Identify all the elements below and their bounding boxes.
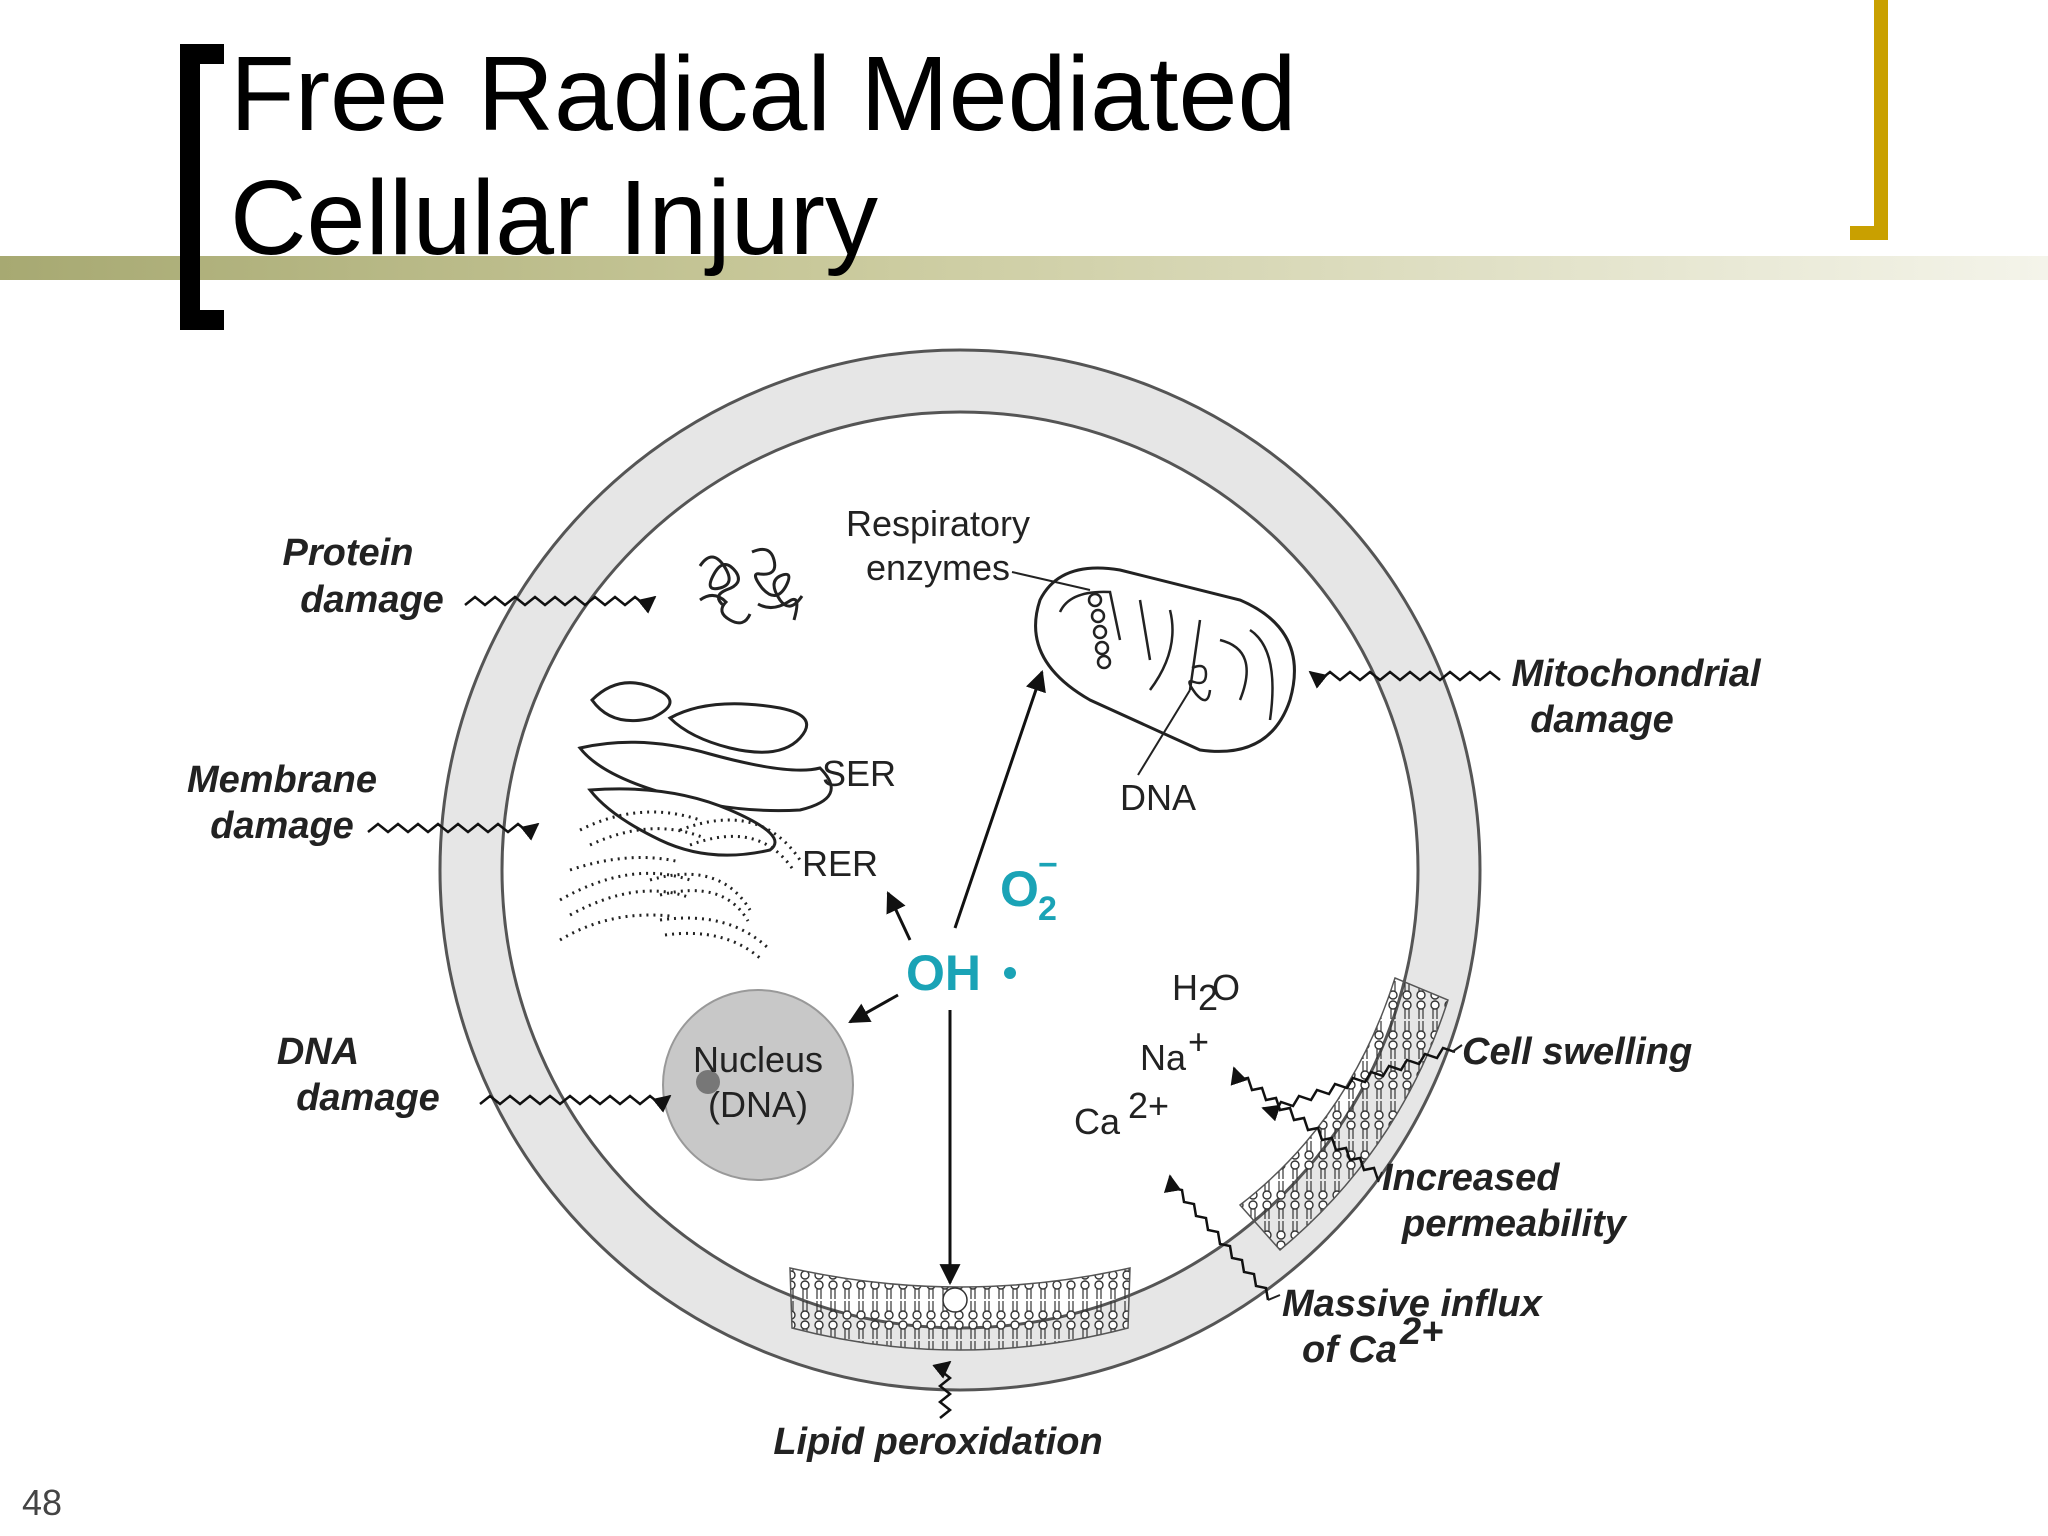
superoxide-charge: − xyxy=(1038,846,1058,884)
h2o-subscript: 2 xyxy=(1198,977,1218,1018)
h2o-label: H 2 O xyxy=(1172,967,1240,1018)
ca-influx-text: of Ca xyxy=(1302,1329,1397,1371)
ca-symbol: Ca xyxy=(1074,1101,1121,1142)
smooth-endoplasmic-reticulum xyxy=(577,681,833,857)
membrane-damage-label-2: damage xyxy=(210,805,354,847)
protein-tangle xyxy=(698,547,804,625)
lipid-bilayer-bottom xyxy=(789,1267,1131,1351)
protein-damage-label-2: damage xyxy=(300,579,444,621)
radical-dot xyxy=(1004,967,1016,979)
lipid-peroxidation-label: Lipid peroxidation xyxy=(773,1421,1102,1463)
mito-damage-label-1: Mitochondrial xyxy=(1511,653,1762,695)
left-bracket-decoration xyxy=(180,44,224,330)
rough-endoplasmic-reticulum xyxy=(559,810,802,961)
respiratory-label-line1: Respiratory xyxy=(846,503,1030,544)
dna-damage-label-2: damage xyxy=(296,1077,440,1119)
h2o-o: O xyxy=(1212,967,1240,1008)
slide-title: Free Radical Mediated Cellular Injury xyxy=(230,32,1296,280)
h2o-h: H xyxy=(1172,967,1198,1008)
nucleus-label-line2: (DNA) xyxy=(708,1084,808,1125)
nucleus: Nucleus (DNA) xyxy=(662,989,854,1181)
mito-damage-label-2: damage xyxy=(1530,699,1674,741)
title-line-1: Free Radical Mediated xyxy=(230,35,1297,153)
ca-influx-label-1: Massive influx xyxy=(1282,1283,1544,1325)
nucleus-label-line1: Nucleus xyxy=(693,1039,823,1080)
lipid-bilayer-right xyxy=(1238,976,1449,1252)
leader-lines xyxy=(1011,571,1463,1301)
mitochondrion xyxy=(1034,566,1296,753)
ca-charge: 2+ xyxy=(1128,1085,1169,1126)
superoxide-o: O xyxy=(1000,861,1039,917)
hydroxyl-radical-label: OH xyxy=(906,945,981,1001)
ser-label: SER xyxy=(822,753,896,794)
na-symbol: Na xyxy=(1140,1037,1187,1078)
increased-permeability-label-2: permeability xyxy=(1401,1203,1628,1245)
mito-dna-label: DNA xyxy=(1120,777,1196,818)
respiratory-label-line2: enzymes xyxy=(866,547,1010,588)
ca-influx-label-2: of Ca 2+ xyxy=(1302,1311,1443,1371)
ca-influx-charge: 2+ xyxy=(1399,1311,1443,1353)
title-line-2: Cellular Injury xyxy=(230,159,879,277)
increased-permeability-label-1: Increased xyxy=(1382,1157,1560,1199)
cell-swelling-label: Cell swelling xyxy=(1462,1031,1692,1073)
superoxide-subscript: 2 xyxy=(1038,890,1057,928)
sodium-label: Na + xyxy=(1140,1021,1209,1078)
page-number: 48 xyxy=(22,1482,63,1523)
na-charge: + xyxy=(1188,1021,1209,1062)
radical-arrows xyxy=(848,670,1046,1286)
dna-damage-label-1: DNA xyxy=(277,1031,359,1073)
right-bracket-decoration xyxy=(1850,0,1888,240)
superoxide-label: O 2 − xyxy=(1000,846,1058,928)
protein-damage-label-1: Protein xyxy=(283,532,414,574)
wavy-arrows xyxy=(367,595,1501,1419)
calcium-label: Ca 2+ xyxy=(1074,1085,1169,1142)
membrane-damage-label-1: Membrane xyxy=(187,759,377,801)
title-underline-bar xyxy=(0,256,2048,280)
rer-label: RER xyxy=(802,843,878,884)
